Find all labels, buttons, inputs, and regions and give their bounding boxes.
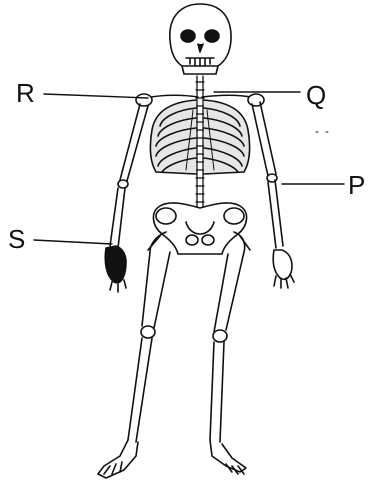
right-leg [210,232,250,474]
skull [170,4,231,74]
label-s: S [8,226,25,252]
label-q: Q [306,82,326,108]
leader-line-r [44,94,148,98]
label-r: R [16,80,35,106]
ribcage [150,100,249,174]
left-arm [105,104,148,292]
clavicles [136,94,264,106]
spine [196,76,204,208]
label-p: P [348,172,365,198]
right-arm [252,102,294,288]
leader-line-s [34,240,112,244]
pelvis [153,203,246,254]
